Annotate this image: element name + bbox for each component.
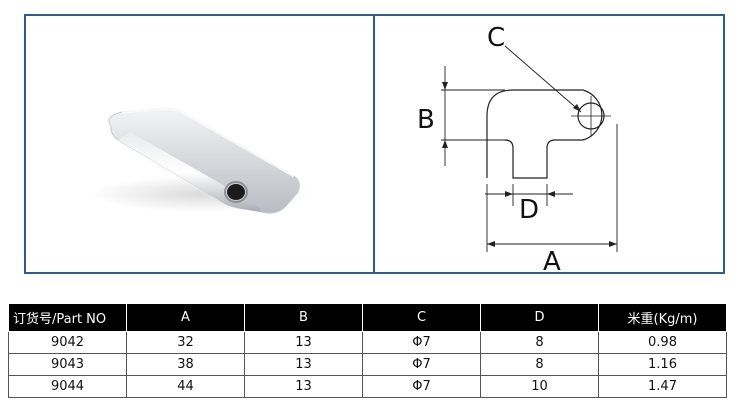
- cell-c: Φ7: [362, 331, 481, 354]
- cell-d: 8: [480, 331, 599, 354]
- cell-b: 13: [244, 375, 363, 398]
- table-row: 9043 38 13 Φ7 8 1.16: [8, 353, 727, 376]
- cell-weight: 1.47: [598, 375, 727, 398]
- dimension-label-d: D: [519, 195, 539, 225]
- table-header-row: 订货号/Part NO A B C D 米重(Kg/m): [8, 303, 727, 332]
- aluminum-handle-image: [91, 106, 311, 214]
- cell-weight: 1.16: [598, 353, 727, 376]
- dimension-label-a: A: [543, 247, 561, 272]
- profile-dimension-diagram: B C D A: [417, 23, 618, 272]
- cell-a: 44: [126, 375, 245, 398]
- table-row: 9042 32 13 Φ7 8 0.98: [8, 331, 727, 354]
- table-row: 9044 44 13 Φ7 10 1.47: [8, 375, 727, 398]
- header-b: B: [244, 303, 363, 332]
- cell-part-no: 9043: [8, 353, 127, 376]
- dimension-label-c: C: [487, 23, 505, 53]
- cell-c: Φ7: [362, 375, 481, 398]
- dimension-drawing-panel: B C D A: [375, 16, 723, 272]
- header-a: A: [126, 303, 245, 332]
- cell-a: 32: [126, 331, 245, 354]
- cell-weight: 0.98: [598, 331, 727, 354]
- header-weight: 米重(Kg/m): [598, 303, 727, 332]
- specification-table: 订货号/Part NO A B C D 米重(Kg/m) 9042 32 13 …: [8, 303, 727, 398]
- cell-b: 13: [244, 331, 363, 354]
- header-part-no: 订货号/Part NO: [8, 303, 127, 332]
- cell-b: 13: [244, 353, 363, 376]
- cell-a: 38: [126, 353, 245, 376]
- profile-outline: [486, 89, 603, 179]
- header-c: C: [362, 303, 481, 332]
- cell-part-no: 9042: [8, 331, 127, 354]
- cell-c: Φ7: [362, 353, 481, 376]
- product-panels: B C D A: [24, 14, 725, 274]
- header-d: D: [480, 303, 599, 332]
- cell-d: 8: [480, 353, 599, 376]
- cell-d: 10: [480, 375, 599, 398]
- cell-part-no: 9044: [8, 375, 127, 398]
- dimension-label-b: B: [417, 105, 435, 135]
- product-photo-panel: [26, 16, 375, 272]
